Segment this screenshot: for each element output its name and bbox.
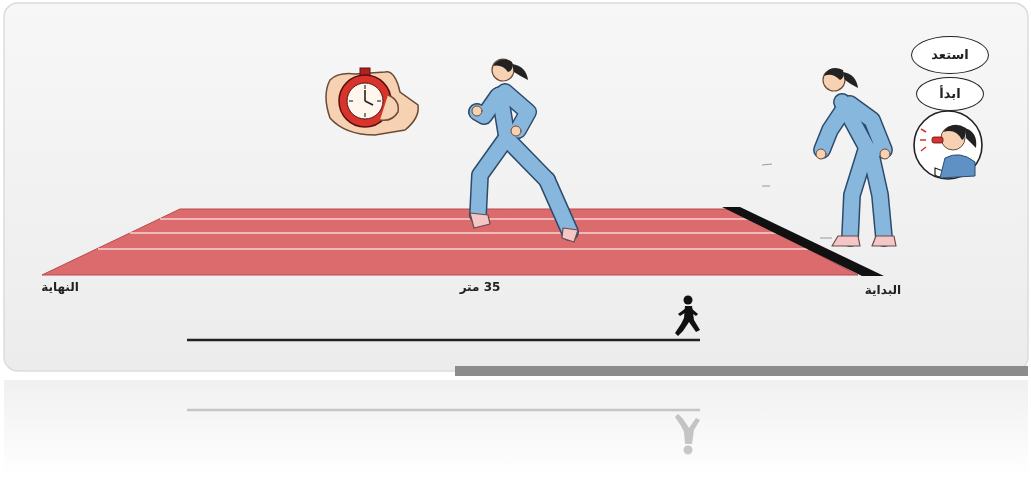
distance-line bbox=[187, 339, 700, 342]
shadow-bar bbox=[455, 366, 1028, 376]
track-label: البداية bbox=[848, 283, 918, 297]
dust-marks bbox=[762, 164, 832, 238]
runner bbox=[470, 59, 578, 242]
bubble-text: ابدأ bbox=[939, 87, 960, 101]
coach bbox=[816, 68, 896, 246]
lane-lines bbox=[98, 219, 808, 249]
runner-icon bbox=[675, 296, 700, 337]
whistle-badge bbox=[914, 111, 982, 179]
stopwatch bbox=[326, 68, 418, 135]
reflection bbox=[187, 410, 700, 455]
track-label: 35 متر bbox=[440, 280, 520, 294]
track-label: النهاية bbox=[25, 280, 95, 294]
card bbox=[4, 3, 1028, 371]
running-track bbox=[42, 209, 858, 275]
bubble-text: استعد bbox=[931, 48, 968, 62]
speech-bubble: ابدأ bbox=[916, 77, 984, 111]
reflection-area bbox=[4, 380, 1028, 477]
speech-bubble: استعد bbox=[911, 36, 989, 74]
